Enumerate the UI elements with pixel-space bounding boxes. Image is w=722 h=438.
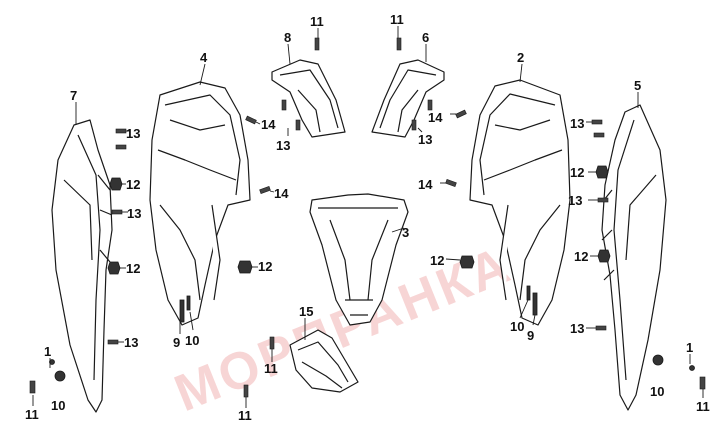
callout-12-center-left: 12: [258, 259, 272, 274]
callout-12-left-2: 12: [126, 261, 140, 276]
callout-9-right: 9: [527, 328, 534, 343]
callout-15: 15: [299, 304, 313, 319]
part-8-upper-left-cover: [271, 59, 346, 138]
callout-13-left-1: 13: [126, 126, 140, 141]
callout-6: 6: [422, 30, 429, 45]
part-6-upper-right-cover: [371, 59, 445, 138]
callout-13-right-3: 13: [570, 321, 584, 336]
callout-3: 3: [402, 225, 409, 240]
callout-14-right-1: 14: [428, 110, 443, 125]
callout-10-bottom-left: 10: [51, 398, 65, 413]
part-4-left-body-panel: [149, 81, 251, 326]
callout-1-right: 1: [686, 340, 693, 355]
leader-lines: [32, 26, 704, 408]
callout-10-right: 10: [510, 319, 524, 334]
callout-14-left-1: 14: [261, 117, 276, 132]
callout-13-center-right: 13: [418, 132, 432, 147]
part-15-lower-bracket: [289, 329, 359, 393]
callout-8: 8: [284, 30, 291, 45]
callout-10-left: 10: [185, 333, 199, 348]
callout-4: 4: [200, 50, 208, 65]
part-5-right-side-panel: [601, 104, 667, 411]
callout-7: 7: [70, 88, 77, 103]
callout-11-top-right: 11: [390, 12, 404, 27]
callout-10-bottom-right: 10: [650, 384, 664, 399]
callout-14-right-2: 14: [418, 177, 433, 192]
callout-12-right-2: 12: [574, 249, 588, 264]
callout-labels: 7 4 8 11 11 6 2 5 13 12 13 12 13 14 13 1…: [25, 12, 710, 423]
callout-13-right-1: 13: [570, 116, 584, 131]
callout-12-right-1: 12: [570, 165, 584, 180]
callout-11-bottom-right: 11: [696, 399, 710, 414]
callout-1-left: 1: [44, 344, 51, 359]
callout-13-left-2: 13: [127, 206, 141, 221]
callout-11-top-left: 11: [310, 14, 324, 29]
part-7-left-side-panel: [51, 119, 113, 413]
callout-14-left-2: 14: [274, 186, 289, 201]
callout-11-bottom-center-2: 11: [238, 408, 252, 423]
part-2-right-body-panel: [469, 79, 571, 326]
callout-11-bottom-center-1: 11: [264, 361, 278, 376]
callout-5: 5: [634, 78, 641, 93]
callout-2: 2: [517, 50, 524, 65]
callout-13-right-2: 13: [568, 193, 582, 208]
callout-13-left-3: 13: [124, 335, 138, 350]
callout-12-center-right: 12: [430, 253, 444, 268]
callout-12-left-1: 12: [126, 177, 140, 192]
hardware-fasteners: [29, 37, 706, 398]
callout-11-bottom-left: 11: [25, 407, 39, 422]
callout-13-center-left: 13: [276, 138, 290, 153]
callout-9-left: 9: [173, 335, 180, 350]
part-3-center-panel: [309, 193, 409, 326]
